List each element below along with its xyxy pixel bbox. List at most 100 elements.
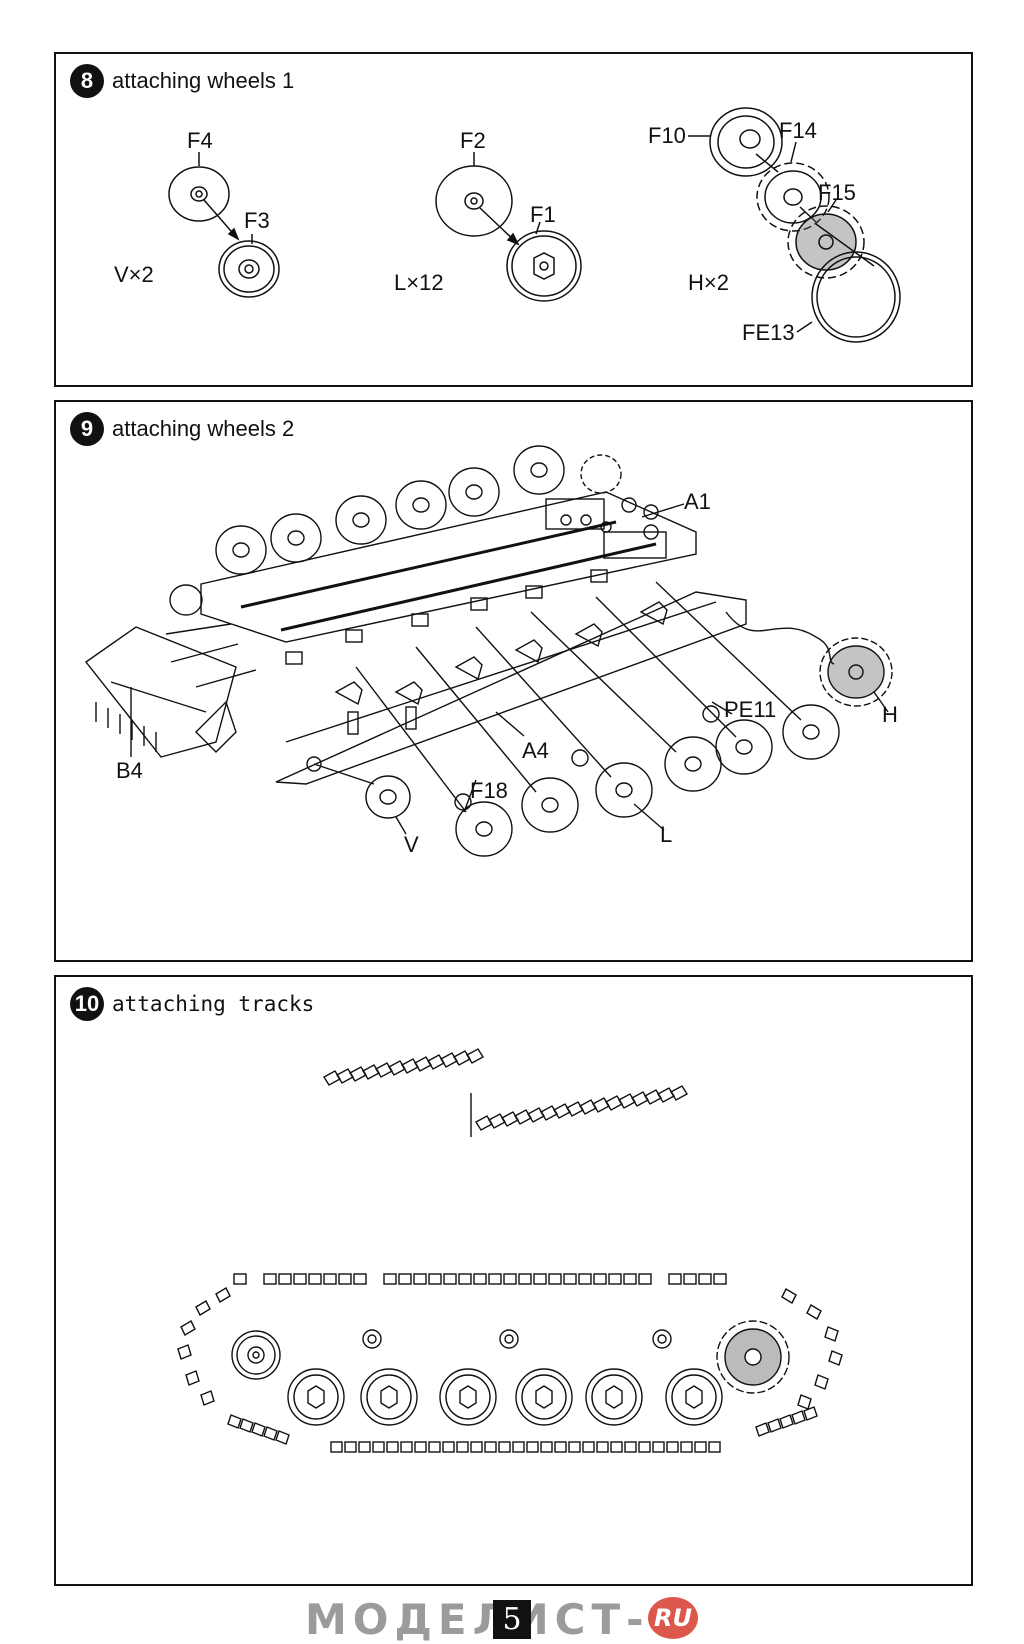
track-link [466, 1048, 484, 1064]
watermark-badge: RU [648, 1597, 698, 1639]
step-8-title: attaching wheels 1 [112, 68, 295, 93]
road-wheel [287, 1368, 345, 1426]
track-link [540, 1441, 553, 1453]
label-h: H [882, 702, 898, 727]
track-link [657, 1087, 675, 1103]
track-link [398, 1273, 412, 1285]
track-link [593, 1273, 607, 1285]
track-run-ends [177, 1287, 843, 1410]
road-wheel [360, 1368, 418, 1426]
track-link [512, 1441, 525, 1453]
drive-sprocket-h [819, 637, 893, 707]
label-f14: F14 [779, 118, 817, 143]
track-link [501, 1111, 519, 1127]
v-wheel-outer [218, 240, 280, 298]
floor-plate-2 [603, 531, 667, 559]
track-link [767, 1418, 782, 1433]
track-link [533, 1273, 547, 1285]
idler-wheel [231, 1330, 281, 1380]
step-8-number: 8 [70, 64, 104, 98]
track-link [344, 1441, 357, 1453]
track-link [293, 1273, 307, 1285]
step-8-diagram: F4 F3 V×2 F2 F1 L×12 F10 F14 F15 H×2 FE1… [114, 107, 901, 345]
road-wheel-hub [605, 1385, 623, 1409]
road-wheel [665, 1368, 723, 1426]
track-link [362, 1064, 380, 1080]
step-8-header: 8 attaching wheels 1 [70, 64, 294, 98]
hull-floor-a1 [200, 491, 697, 643]
road-wheel-rim [671, 1374, 717, 1420]
suspension-brackets [285, 569, 668, 735]
track-link [383, 1273, 397, 1285]
track-link [488, 1273, 502, 1285]
track-link [498, 1441, 511, 1453]
track-link [458, 1273, 472, 1285]
track-strip-upper [323, 1048, 484, 1086]
road-wheel [515, 1368, 573, 1426]
label-b4: B4 [116, 758, 143, 783]
label-f15: F15 [818, 180, 856, 205]
track-link [470, 1441, 483, 1453]
label-v-qty: V×2 [114, 262, 154, 287]
track-link [375, 1062, 393, 1078]
track-link [566, 1101, 584, 1117]
track-link [526, 1441, 539, 1453]
track-link [563, 1273, 577, 1285]
h-sprocket-f15 [787, 205, 865, 279]
label-l: L [660, 822, 672, 847]
track-link [386, 1441, 399, 1453]
track-link [475, 1115, 493, 1131]
track-link [553, 1103, 571, 1119]
track-link [618, 1093, 636, 1109]
label-pe11: PE11 [724, 697, 776, 722]
return-rollers [362, 1329, 672, 1349]
road-wheel-hub [535, 1385, 553, 1409]
track-link [484, 1441, 497, 1453]
track-link [400, 1441, 413, 1453]
track-link [527, 1107, 545, 1123]
track-link [239, 1418, 254, 1433]
track-link [779, 1414, 794, 1429]
track-link [582, 1441, 595, 1453]
track-link [263, 1273, 277, 1285]
track-link [503, 1273, 517, 1285]
track-link [652, 1441, 665, 1453]
track-link [623, 1273, 637, 1285]
hull-side-a4 [275, 591, 747, 785]
road-wheel-rim [293, 1374, 339, 1420]
l-wheel-outer [506, 230, 582, 302]
road-wheel-hub [380, 1385, 398, 1409]
track-link [456, 1441, 469, 1453]
label-f1: F1 [530, 202, 556, 227]
step-10-diagram [177, 1048, 843, 1453]
track-link [358, 1441, 371, 1453]
track-road-wheels [287, 1368, 723, 1426]
lower-road-wheels [365, 704, 840, 857]
track-link [638, 1441, 651, 1453]
label-fe13: FE13 [742, 320, 795, 345]
upper-road-wheels [169, 445, 622, 616]
track-link [308, 1273, 322, 1285]
road-wheel-rim [591, 1374, 637, 1420]
step-9-panel: 9 attaching wheels 2 [54, 400, 973, 962]
label-a4: A4 [522, 738, 549, 763]
track-link [453, 1050, 471, 1066]
track-link [428, 1273, 442, 1285]
track-link [372, 1441, 385, 1453]
step-9-title: attaching wheels 2 [112, 416, 295, 441]
track-link [233, 1273, 247, 1285]
track-link [323, 1070, 341, 1086]
track-link [428, 1441, 441, 1453]
track-link [414, 1056, 432, 1072]
track-link [644, 1089, 662, 1105]
track-link [596, 1441, 609, 1453]
track-link [388, 1060, 406, 1076]
track-link [579, 1099, 597, 1115]
road-wheel-hub [685, 1385, 703, 1409]
step-10-header: 10 attaching tracks [70, 987, 314, 1021]
track-link [713, 1273, 727, 1285]
label-f2: F2 [460, 128, 486, 153]
label-l-qty: L×12 [394, 270, 444, 295]
h-sprocket-hub-f10 [709, 107, 783, 177]
track-link [548, 1273, 562, 1285]
